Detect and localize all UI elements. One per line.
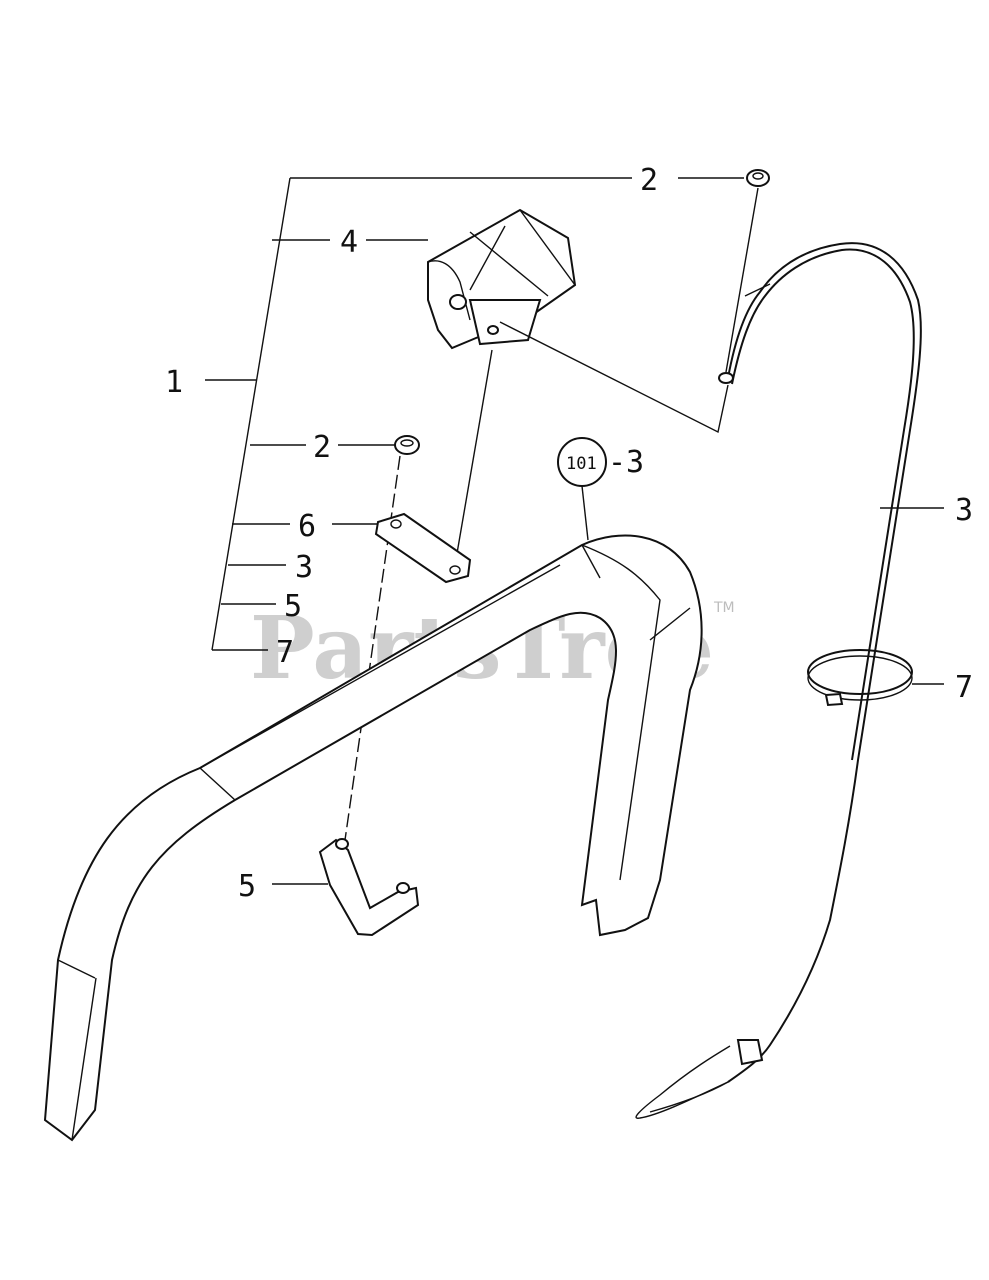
cable-tie bbox=[807, 649, 944, 707]
reference-callout: 101 -3 bbox=[557, 437, 644, 541]
callout-6: 6 bbox=[298, 509, 316, 544]
callout-1: 1 bbox=[165, 365, 183, 400]
flange-nut-top bbox=[725, 169, 770, 373]
callout-3-right: 3 bbox=[955, 493, 973, 528]
ref-dash-label: -3 bbox=[608, 445, 644, 480]
callout-7-left: 7 bbox=[276, 635, 294, 670]
callout-4: 4 bbox=[340, 225, 358, 260]
callout-2-top: 2 bbox=[640, 163, 658, 198]
callout-3-left: 3 bbox=[295, 550, 313, 585]
mounting-plate bbox=[374, 512, 472, 584]
assembly-bracket-lines bbox=[205, 177, 744, 651]
callout-5-bottom: 5 bbox=[238, 869, 256, 904]
watermark-tm: TM bbox=[713, 600, 735, 616]
callout-2-mid: 2 bbox=[313, 430, 331, 465]
lower-bracket bbox=[272, 838, 420, 937]
work-lamp bbox=[427, 208, 577, 566]
wire-harness bbox=[635, 242, 944, 1119]
ref-circle-label: 101 bbox=[566, 454, 597, 474]
callout-7-right: 7 bbox=[955, 670, 973, 705]
lamp-wire-leader bbox=[499, 321, 729, 434]
callout-5-left: 5 bbox=[284, 589, 302, 624]
rollover-frame bbox=[43, 534, 703, 1142]
